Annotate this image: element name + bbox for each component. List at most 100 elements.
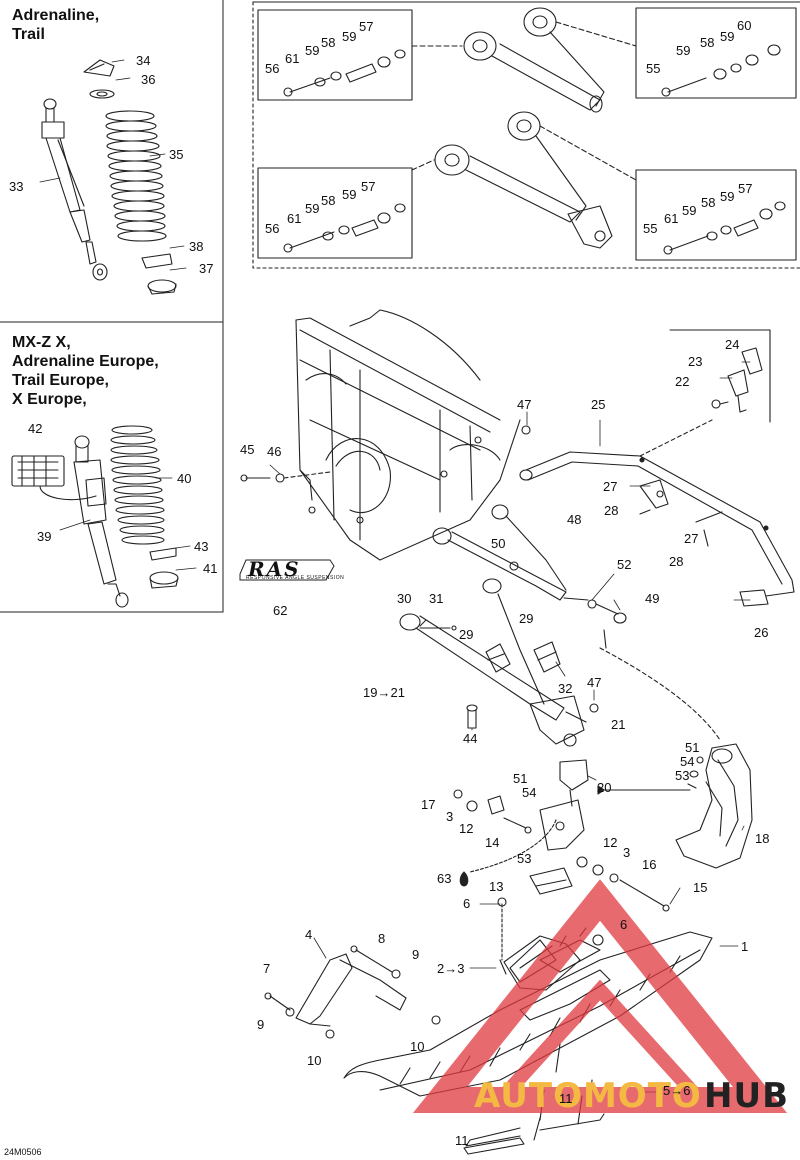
sway-bar-brackets [711,347,763,413]
watermark-text-2: HUB [704,1076,789,1116]
link-27 [639,479,723,547]
callout-52: 52 [617,557,632,572]
callout-54-a: 54 [680,754,695,769]
callout-19-21: 19→21 [363,685,405,700]
callout-3-b: 3 [623,845,631,860]
callout-10-b: 10 [410,1039,425,1054]
callout-37: 37 [199,261,214,276]
callout-53-a: 53 [675,768,690,783]
seat-43 [149,547,177,561]
callout-21: 21 [611,717,626,732]
callout-59-a: 59 [342,29,357,44]
bushing-set-lower-left [283,203,406,253]
callout-28-a: 28 [604,503,619,518]
bushing-set-upper-left [283,49,406,97]
callout-59-b: 59 [305,43,320,58]
callout-28-b: 28 [669,554,684,569]
callout-24: 24 [725,337,740,352]
callout-39: 39 [37,529,52,544]
callout-23: 23 [688,354,703,369]
callout-32: 32 [558,681,573,696]
title-adrenaline-trail: Adrenaline, Trail [12,7,100,43]
callout-55-b: 55 [643,221,658,236]
callout-51-a: 51 [685,740,700,755]
ras-logo-subtitle: RESPONSIVE ANGLE SUSPENSION [246,575,345,581]
callout-58-a: 58 [321,35,336,50]
callout-34: 34 [136,53,151,68]
callout-61-c: 61 [664,211,679,226]
collar-36 [89,89,115,99]
upper-a-arm-inset [411,7,637,113]
callout-27-b: 27 [684,531,699,546]
callout-58-c: 58 [321,193,336,208]
callout-59-h: 59 [682,203,697,218]
callout-57-b: 57 [361,179,376,194]
callout-54-b: 54 [522,785,537,800]
spring-seat-37 [147,279,177,295]
ball-joint-49 [587,599,627,649]
bracket-29b [533,641,561,673]
callout-9-b: 9 [257,1017,265,1032]
callout-16: 16 [642,857,657,872]
callout-12-a: 12 [459,821,474,836]
callout-36: 36 [141,72,156,87]
bolt-30 [419,625,457,631]
callout-14: 14 [485,835,500,850]
callout-29-a: 29 [459,627,474,642]
spring-40 [110,425,165,545]
nut-10b [431,1015,441,1025]
callout-11-b: 11 [455,1133,469,1148]
bushing-set-lower-right [663,201,786,255]
callout-26: 26 [754,625,769,640]
callout-63: 63 [437,871,452,886]
shock-33 [41,98,108,281]
callout-33: 33 [9,179,24,194]
callout-31: 31 [429,591,444,606]
callout-6-b: 6 [620,917,628,932]
callout-59-c: 59 [720,29,735,44]
callout-51-b: 51 [513,771,528,786]
reservoir-42 [11,455,97,501]
callout-57-a: 57 [359,19,374,34]
callout-2-3: 2→3 [437,961,465,976]
callout-41: 41 [203,561,218,576]
figure-code: 24M0506 [4,1147,42,1157]
bolt-8 [350,945,393,973]
callout-61-b: 61 [287,211,302,226]
callout-22: 22 [675,374,690,389]
callout-12-b: 12 [603,835,618,850]
nut-10a [325,1029,335,1039]
bolt-45 [240,471,331,483]
callout-5-6: 5→6 [663,1083,691,1098]
spring-cup-34 [83,59,115,77]
callout-46: 46 [267,444,282,459]
callout-17: 17 [421,797,436,812]
callout-57-c: 57 [738,181,753,196]
hardware-51-54-53 [687,756,704,789]
callout-30: 30 [397,591,412,606]
nut-47b [589,703,599,713]
upper-a-arm-48 [432,504,589,601]
callout-62: 62 [273,603,288,618]
callout-48: 48 [567,512,582,527]
callout-47-b: 47 [587,675,602,690]
callout-29-b: 29 [519,611,534,626]
bolt-44 [466,704,478,729]
lower-a-arm-19 [399,578,587,747]
callout-18: 18 [755,831,770,846]
callout-59-f: 59 [305,201,320,216]
callout-59-e: 59 [342,187,357,202]
bushing-set-upper-right [661,44,781,97]
callout-13: 13 [489,879,504,894]
callout-49: 49 [645,591,660,606]
callout-4: 4 [305,927,313,942]
ras-logo: RAS [248,557,301,581]
callout-38: 38 [189,239,204,254]
callout-20: 20 [597,780,612,795]
callout-7: 7 [263,961,271,976]
nut-47a [521,425,531,435]
callout-56-b: 56 [265,221,280,236]
callout-59-g: 59 [720,189,735,204]
callout-58-b: 58 [700,35,715,50]
